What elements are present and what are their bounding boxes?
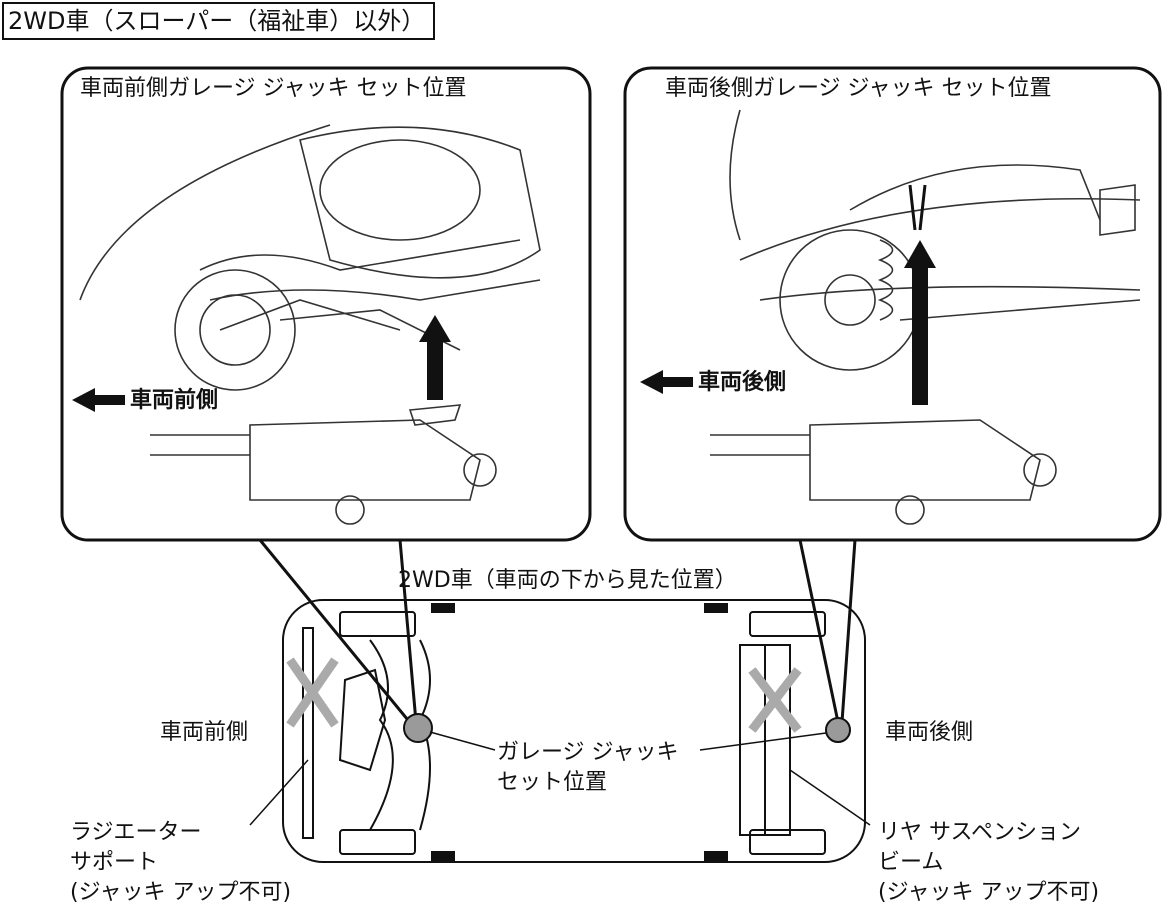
rear-lift-arrow xyxy=(904,240,936,405)
label-leaders xyxy=(249,731,871,826)
bottom-front-label: 車両前側 xyxy=(160,720,249,745)
bottom-view-heading: 2WD車（車両の下から見た位置） xyxy=(398,568,737,593)
no-jack-x-marks xyxy=(286,657,802,733)
rear-direction-arrow xyxy=(640,370,693,394)
front-underbody-sketch xyxy=(79,124,541,525)
callout-leaders xyxy=(258,539,857,726)
rear-underbody-sketch xyxy=(710,109,1141,525)
radiator-support-label: ラジエーター サポート (ジャッキ アップ不可) xyxy=(70,820,292,905)
front-panel-heading: 車両前側ガレージ ジャッキ セット位置 xyxy=(80,76,467,101)
front-lift-arrow xyxy=(419,315,451,400)
front-jack-point xyxy=(403,713,433,743)
car-bottom-view xyxy=(282,599,866,863)
bottom-rear-label: 車両後側 xyxy=(885,720,974,745)
front-direction-label: 車両前側 xyxy=(130,388,219,413)
jack-point-label: ガレージ ジャッキ セット位置 xyxy=(497,740,679,795)
rear-jack-panel xyxy=(623,66,1162,542)
diagram-title: 2WD車（スローパー（福祉車）以外） xyxy=(2,2,436,40)
rear-direction-label: 車両後側 xyxy=(698,370,787,395)
front-jack-panel xyxy=(60,66,592,542)
rear-suspension-beam-label: リヤ サスペンション ビーム (ジャッキ アップ不可) xyxy=(878,820,1100,905)
rear-jack-point xyxy=(825,717,851,743)
rear-panel-heading: 車両後側ガレージ ジャッキ セット位置 xyxy=(665,76,1052,101)
front-direction-arrow xyxy=(72,388,125,412)
